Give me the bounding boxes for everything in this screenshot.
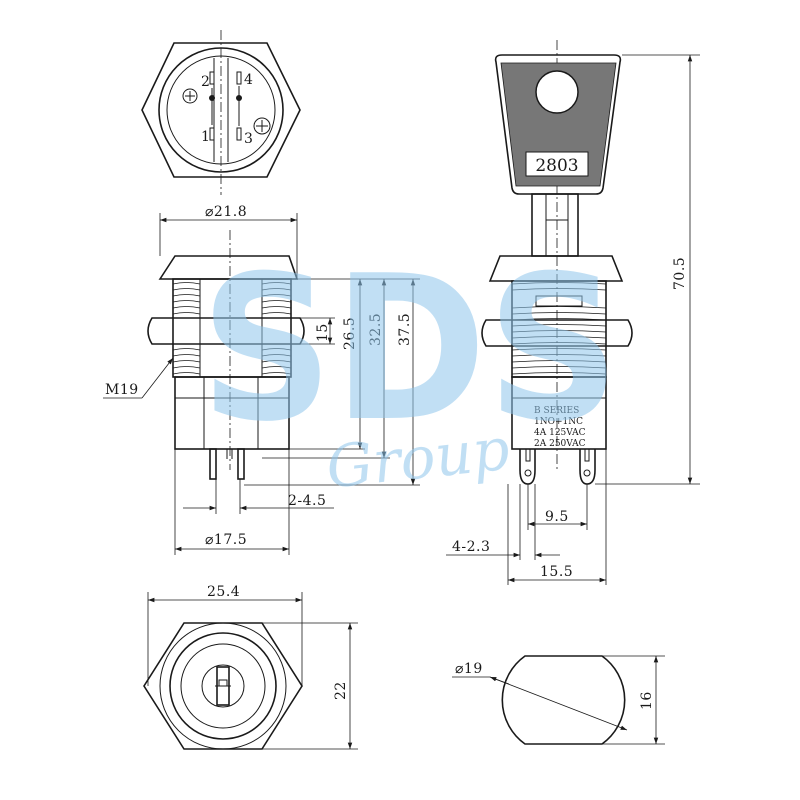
thread-line [172,372,201,375]
dim-32-5: 32.5 [368,313,384,346]
thread-line [261,366,292,369]
thread-line [511,354,607,357]
thread-line [261,360,292,363]
top-view-pinout: 2 4 1 3 [141,30,301,195]
nut-dimensions: 25.4 22 [147,584,358,750]
key-number-plate [525,151,589,177]
thread-line [511,336,607,339]
dim-terminal-4-2-3: 4-2.3 [452,539,490,555]
watermark-brand: SDS [200,233,620,466]
thread-line [511,342,607,345]
marking-series: B SERIES [534,406,579,416]
key-view-dimensions: 70.5 9.5 4-2.3 15.5 [446,54,700,585]
thread-line [261,372,292,375]
pin-label-2: 2 [201,74,210,90]
dim-thread-m19: M19 [105,382,139,398]
sds-watermark-logo: SDS Group [200,233,620,502]
thread-line [172,354,201,357]
thread-line [172,312,201,315]
ground-symbol-left [182,88,198,104]
thread-line [172,360,201,363]
thread-line [172,306,201,309]
side-view-dimensions: ⌀21.8 15 26.5 32.5 37.5 M19 2-4.5 ⌀17.5 [103,204,420,555]
pin-label-3: 3 [244,131,253,147]
thread-line [261,354,292,357]
marking-contacts: 1NO+1NC [534,417,583,427]
side-view-body [147,230,305,480]
thread-line [261,348,292,351]
thread-line [172,300,201,303]
ground-symbol-right [253,117,271,135]
marking-rating-125: 4A 125VAC [534,428,586,438]
thread-line [261,294,292,297]
thread-line [511,330,607,333]
thread-line [511,372,607,375]
thread-line [261,312,292,315]
thread-line [261,282,292,285]
dim-across-flats: 22 [333,681,349,700]
thread-line [172,366,201,369]
dim-37-5: 37.5 [397,313,413,346]
dim-terminal-2-4-5: 2-4.5 [288,493,326,509]
dim-26-5: 26.5 [342,317,358,350]
dim-cutout-flat: 16 [639,691,655,710]
pin-label-4: 4 [244,72,253,88]
thread-line [261,300,292,303]
dim-15: 15 [315,323,331,342]
key-ring-hole [535,70,579,114]
dim-body-diameter: ⌀17.5 [205,532,247,548]
thread-line [511,282,607,285]
thread-line [172,348,201,351]
panel-cutout-view [501,655,626,745]
cutout-dimensions: ⌀19 16 [452,655,665,745]
pin-label-1: 1 [201,129,210,145]
thread-line [511,366,607,369]
thread-line [261,288,292,291]
thread-left [172,282,201,375]
thread-line [511,348,607,351]
front-view-nut [143,622,303,750]
dim-total-length: 70.5 [672,257,688,290]
thread-line [261,306,292,309]
dim-width: 15.5 [540,564,573,580]
key-number: 2803 [535,156,578,176]
key-side-view: 2803 B SERIES 1NO+1NC 4A 125VAC 2A 250VA… [481,40,633,485]
thread-line [172,282,201,285]
thread-line [511,324,607,327]
thread-line [511,312,607,315]
dim-cutout-diameter: ⌀19 [455,661,483,677]
thread-line [511,360,607,363]
thread-line [172,288,201,291]
dim-across-corners: 25.4 [207,584,240,600]
marking-rating-250: 2A 250VAC [534,439,586,449]
dim-pin-spacing: 9.5 [545,509,569,525]
dim-flange-diameter: ⌀21.8 [205,204,247,220]
thread-right [261,282,292,375]
thread-line [172,294,201,297]
thread-line [511,288,607,291]
key-head [494,54,622,195]
